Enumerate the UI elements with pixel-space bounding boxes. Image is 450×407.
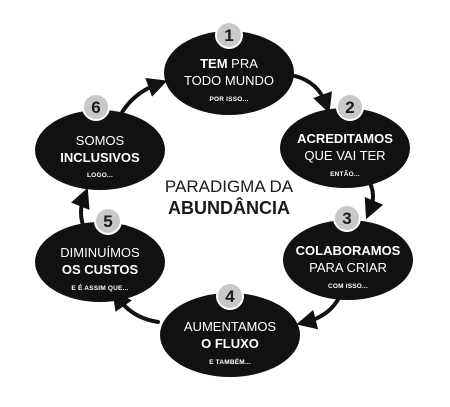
step-line1: AUMENTAMOS <box>184 319 277 334</box>
step-node-3: COLABORAMOS PARA CRIAR COM ISSO... 3 <box>283 204 413 300</box>
step-ellipse <box>160 293 300 377</box>
step-connector-text: COM ISSO... <box>328 283 368 290</box>
step-connector-text: E TAMBÉM... <box>209 357 251 366</box>
step-number-badge <box>94 207 122 235</box>
arrow-4-to-5 <box>112 289 160 324</box>
step-line2: OS CUSTOS <box>62 262 139 277</box>
step-line2: TODO MUNDO <box>184 73 274 88</box>
step-node-4: AUMENTAMOS O FLUXO E TAMBÉM... 4 <box>160 282 300 377</box>
step-node-2: ACREDITAMOS QUE VAI TER ENTÃO... 2 <box>280 93 410 188</box>
step-number-badge <box>82 93 110 121</box>
step-line2-bold: O FLUXO <box>201 336 259 351</box>
step-line1-regular: SOMOS <box>76 133 125 148</box>
step-ellipse <box>283 220 413 300</box>
arrow-2-to-3 <box>364 181 384 220</box>
step-number: 2 <box>345 98 354 117</box>
step-number: 6 <box>91 98 100 117</box>
step-line2-bold: OS CUSTOS <box>62 262 139 277</box>
center-title: PARADIGMA DA ABUNDÂNCIA <box>165 177 294 218</box>
step-line1-bold: ACREDITAMOS <box>297 131 393 146</box>
step-connector-text: ENTÃO... <box>330 169 360 178</box>
step-number: 4 <box>225 287 235 306</box>
step-connector-text: POR ISSO... <box>209 96 248 103</box>
center-title-line2: ABUNDÂNCIA <box>168 197 290 218</box>
step-number: 1 <box>224 26 233 45</box>
step-line2-regular: QUE VAI TER <box>304 148 385 163</box>
step-number: 5 <box>103 212 112 231</box>
step-line1-bold: TEM <box>200 56 227 71</box>
center-title-line1: PARADIGMA DA <box>165 177 294 196</box>
arrow-3-to-4 <box>296 294 342 330</box>
step-node-5: DIMINUÍMOS OS CUSTOS E É ASSIM QUE... 5 <box>35 207 165 302</box>
step-ellipse <box>280 108 410 188</box>
step-line1: TEM PRA <box>200 56 258 71</box>
step-number-badge <box>333 204 361 232</box>
step-node-6: SOMOS INCLUSIVOS LOGO... 6 <box>35 93 165 190</box>
step-connector-text: E É ASSIM QUE... <box>71 283 128 292</box>
step-line1: DIMINUÍMOS <box>60 245 140 260</box>
step-line2: PARA CRIAR <box>309 260 387 275</box>
step-line1: COLABORAMOS <box>296 243 401 258</box>
step-line1: ACREDITAMOS <box>297 131 393 146</box>
step-line2: QUE VAI TER <box>304 148 385 163</box>
step-number-badge <box>215 21 243 49</box>
step-line1-bold: COLABORAMOS <box>296 243 401 258</box>
step-line1-regular: PRA <box>228 56 259 71</box>
step-line2: INCLUSIVOS <box>60 150 140 165</box>
step-number-badge <box>216 282 244 310</box>
step-line2-regular: PARA CRIAR <box>309 260 387 275</box>
step-node-1: TEM PRA TODO MUNDO POR ISSO... 1 <box>164 21 294 115</box>
step-number-badge <box>336 93 364 121</box>
step-line2-bold: INCLUSIVOS <box>60 150 140 165</box>
step-line2-regular: TODO MUNDO <box>184 73 274 88</box>
step-ellipse <box>35 110 165 190</box>
step-line1: SOMOS <box>76 133 125 148</box>
step-ellipse <box>164 31 294 115</box>
step-number: 3 <box>342 209 351 228</box>
step-line1-regular: AUMENTAMOS <box>184 319 277 334</box>
step-line2: O FLUXO <box>201 336 259 351</box>
step-connector-text: LOGO... <box>87 172 113 179</box>
step-ellipse <box>35 222 165 302</box>
step-line1-regular: DIMINUÍMOS <box>60 245 140 260</box>
arrow-1-to-2 <box>293 74 332 114</box>
